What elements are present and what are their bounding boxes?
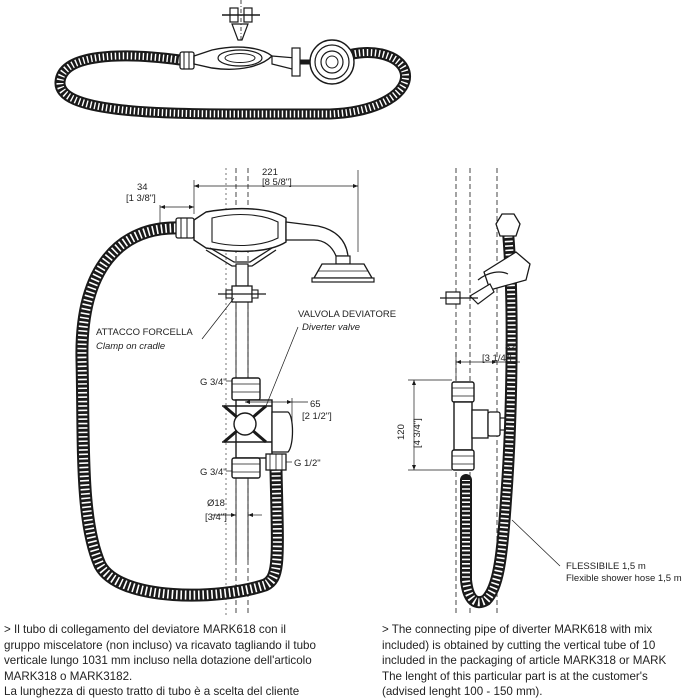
diverter-valve-label: Diverter valve bbox=[302, 322, 360, 333]
g34-bottom-label: G 3/4" bbox=[200, 467, 227, 478]
description-italian: > Il tubo di collegamento del deviatore … bbox=[4, 622, 356, 700]
top-view-cradle bbox=[222, 0, 260, 41]
front-view-shower-head bbox=[311, 255, 375, 283]
dim-120-label: 120 bbox=[396, 424, 407, 440]
top-view-hose-nut bbox=[179, 51, 195, 70]
side-view-shower-head bbox=[483, 251, 531, 291]
top-view bbox=[54, 0, 411, 120]
side-view-valve bbox=[451, 381, 506, 471]
description-italian-line: La lunghezza di questo tratto di tubo è … bbox=[4, 685, 300, 699]
description-italian-line: > Il tubo di collegamento del deviatore … bbox=[4, 623, 286, 636]
dimension-34 bbox=[159, 205, 194, 224]
dimension-120 bbox=[408, 379, 452, 471]
description-english: > The connecting pipe of diverter MARK61… bbox=[382, 622, 700, 700]
description-english-line: included in the packaging of article MAR… bbox=[382, 654, 667, 668]
clamp-on-cradle-label: Clamp on cradle bbox=[96, 341, 165, 352]
dim-34-label: 34 bbox=[137, 182, 148, 193]
dim-65-inch-label: [2 1/2"] bbox=[302, 411, 332, 422]
side-view: 82 [3 1/4"] 120 [4 3/4"] FLESSIBILE 1,5 … bbox=[396, 168, 682, 615]
dimension-65 bbox=[245, 398, 308, 422]
valvola-deviatore-label: VALVOLA DEVIATORE bbox=[298, 309, 396, 320]
dim-120-inch-label: [4 3/4"] bbox=[412, 418, 423, 448]
g12-label: G 1/2" bbox=[294, 458, 321, 469]
dim-221-label: 221 bbox=[262, 167, 278, 178]
dim-34-inch-label: [1 3/8"] bbox=[126, 193, 156, 204]
g34-top-label: G 3/4" bbox=[200, 377, 227, 388]
dim-18-label: Ø18 bbox=[207, 498, 225, 509]
cradle-clamp bbox=[218, 285, 266, 303]
description-english-line: included) is obtained by cutting the ver… bbox=[382, 638, 656, 652]
diverter-valve bbox=[222, 377, 294, 479]
description-english-line: The lenght of this particular part is at… bbox=[382, 669, 648, 683]
flessibile-label: FLESSIBILE 1,5 m bbox=[566, 561, 646, 572]
dim-82-inch-label: [3 1/4"] bbox=[482, 353, 512, 364]
dim-221-inch-label: [8 5/8"] bbox=[262, 177, 292, 188]
dim-18-inch-label: [3/4"] bbox=[205, 512, 227, 523]
dim-82-label: 82 bbox=[505, 342, 516, 353]
dimension-221 bbox=[193, 170, 359, 252]
description-english-line: > The connecting pipe of diverter MARK61… bbox=[382, 623, 653, 636]
dimension-82 bbox=[455, 352, 520, 380]
description-italian-line: MARK318 o MARK3182. bbox=[4, 669, 133, 683]
top-view-shower-head bbox=[309, 39, 355, 85]
description-english-line: (advised lenght 100 - 150 mm). bbox=[382, 685, 543, 699]
leader-flessibile bbox=[511, 519, 561, 567]
flexible-hose-label: Flexible shower hose 1,5 m bbox=[566, 573, 682, 584]
attacco-forcella-label: ATTACCO FORCELLA bbox=[96, 327, 193, 338]
front-view: 221 [8 5/8"] 34 [1 3/8"] ATTACCO FORCELL… bbox=[75, 167, 396, 615]
description-italian-line: verticale lungo 1031 mm incluso nella do… bbox=[4, 654, 312, 668]
leader-attacco bbox=[201, 297, 235, 340]
leader-valvola bbox=[265, 326, 299, 407]
dim-65-label: 65 bbox=[310, 399, 321, 410]
description-italian-line: gruppo miscelatore (non incluso) va rica… bbox=[4, 638, 316, 652]
dimension-18 bbox=[212, 513, 262, 517]
